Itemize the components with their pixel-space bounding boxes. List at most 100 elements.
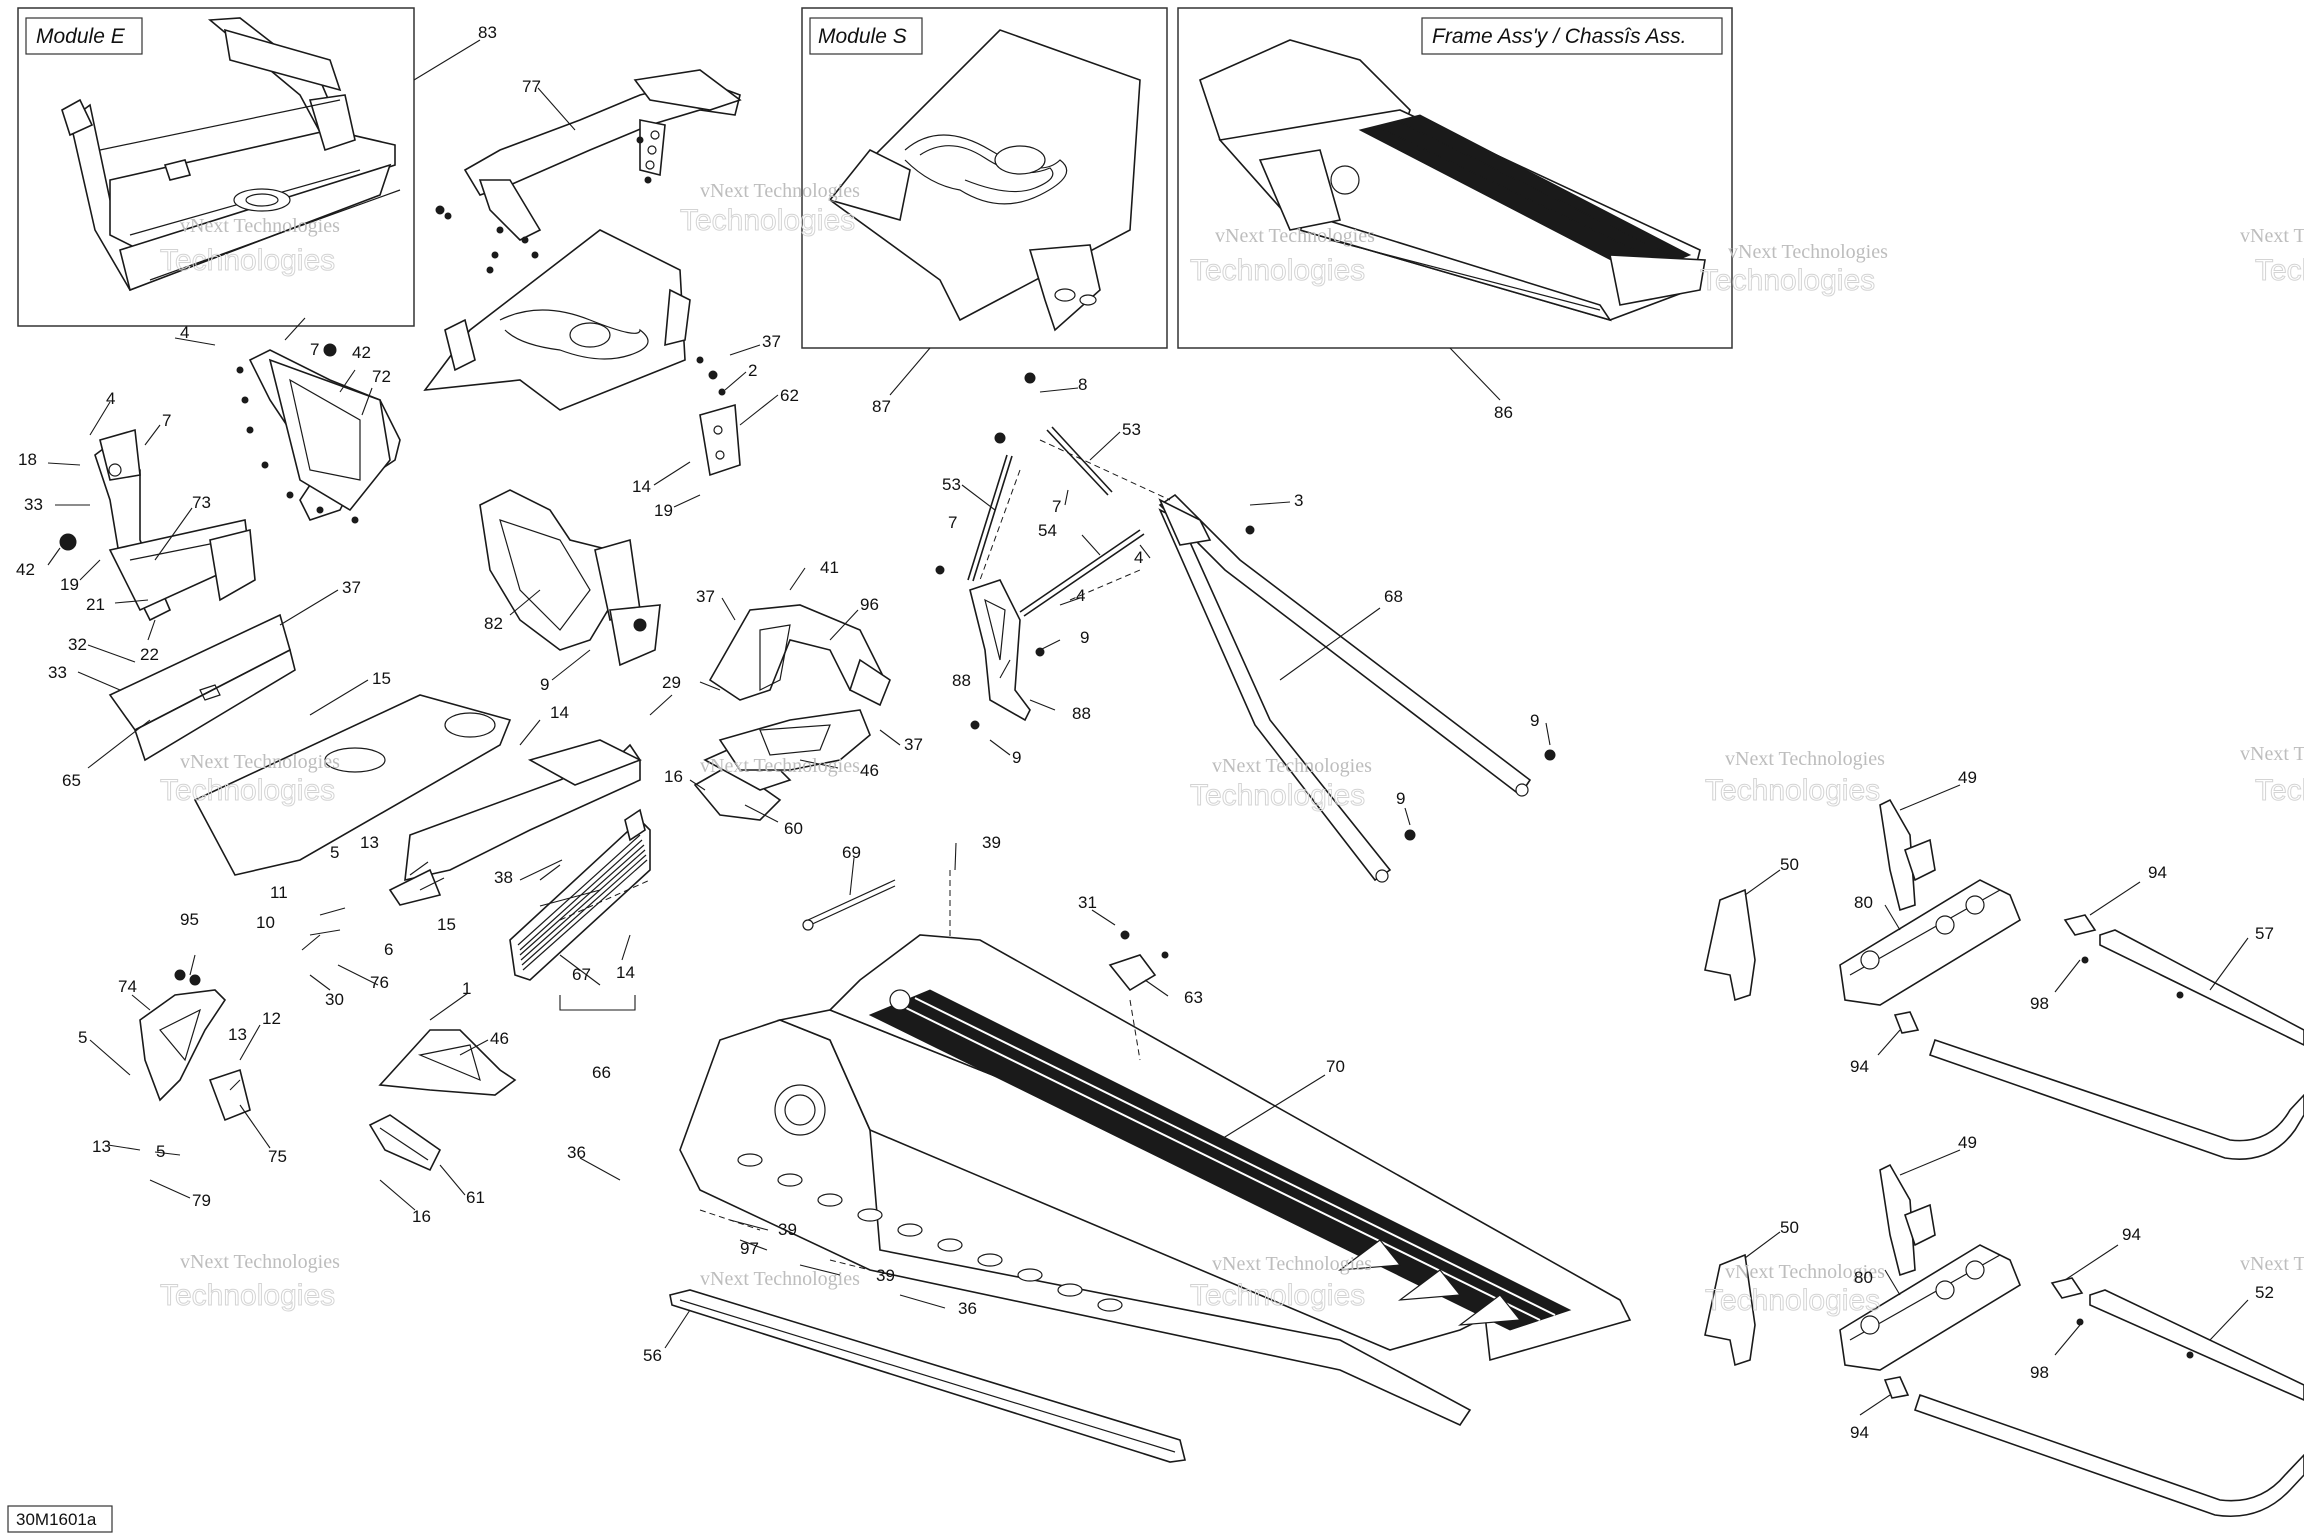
part-53-rod-upper (1046, 426, 1113, 496)
watermark-text: vNext Technologies (1215, 225, 1375, 247)
callout: 13 (228, 1025, 247, 1044)
module-e-frame-drawing (61, 17, 401, 292)
part-77-steering-support (435, 69, 742, 274)
callout: 4 (106, 389, 115, 408)
callout: 30 (325, 990, 344, 1009)
watermark-text: Technologies (1700, 264, 1875, 297)
callout: 95 (180, 910, 199, 929)
callout: 2 (748, 361, 757, 380)
part-56-rail (669, 1289, 1186, 1463)
callout: 14 (616, 963, 635, 982)
diagram-reference-code: 30M1601a (16, 1510, 97, 1529)
callout: 77 (522, 77, 541, 96)
part-72-front-frame-right (236, 343, 401, 524)
callout: 5 (156, 1142, 165, 1161)
part-tunnel-panel (423, 229, 691, 411)
watermark-text: vNext Technologies (2240, 1253, 2304, 1275)
callout: 76 (370, 973, 389, 992)
callout: 94 (1850, 1057, 1869, 1076)
watermark-text: vNext Technologies (1725, 748, 1885, 770)
part-14-center-cover (388, 739, 642, 906)
callout-labels: 83 77 87 86 4 7 42 72 4 7 18 33 73 42 19… (16, 23, 2274, 1442)
part-52-bumper-bar (1913, 1289, 2304, 1518)
part-82-bracket (479, 489, 661, 667)
callout: 21 (86, 595, 105, 614)
callout: 53 (942, 475, 961, 494)
callout: 7 (162, 411, 171, 430)
part-53-rod-lower (967, 454, 1013, 582)
callout: 67 (572, 965, 591, 984)
callout: 9 (1080, 628, 1089, 647)
watermark-text: Technologies (2255, 774, 2304, 807)
part-62-bracket (696, 356, 741, 477)
callout: 42 (352, 343, 371, 362)
callout: 80 (1854, 893, 1873, 912)
callout: 97 (740, 1239, 759, 1258)
part-49-bracket-lower (1879, 1163, 1936, 1277)
callout: 7 (1052, 497, 1061, 516)
watermark-text: Technologies (680, 204, 855, 237)
callout: 60 (784, 819, 803, 838)
watermark-text: Technologies (160, 1279, 335, 1312)
part-54-rod (1019, 529, 1145, 617)
callout: 9 (1012, 748, 1021, 767)
part-80-bumper-lower (1839, 1244, 2021, 1371)
callout: 8 (1078, 375, 1087, 394)
callout: 53 (1122, 420, 1141, 439)
callout: 42 (16, 560, 35, 579)
callout: 11 (270, 883, 288, 902)
callout: 39 (778, 1220, 797, 1239)
watermark-text: vNext Technologies (700, 755, 860, 777)
callout: 73 (192, 493, 211, 512)
callout: 15 (372, 669, 391, 688)
part-69-rod (802, 879, 896, 931)
watermark-text: Technologies (2255, 254, 2304, 287)
callout: 50 (1780, 1218, 1799, 1237)
callout: 75 (268, 1147, 287, 1166)
callout: 4 (1134, 548, 1143, 567)
callout: 36 (567, 1143, 586, 1162)
part-94-end-cap-a (2063, 914, 2097, 936)
watermark-text: vNext Technologies (180, 751, 340, 773)
watermark-text: vNext Technologies (700, 180, 860, 202)
callout: 22 (140, 645, 159, 664)
part-74-bracket (139, 969, 251, 1122)
callout: 37 (696, 587, 715, 606)
callout: 80 (1854, 1268, 1873, 1287)
part-61-footrest (368, 1114, 442, 1172)
callout: 66 (592, 1063, 611, 1082)
watermarks: vNext Technologies Technologies vNext Te… (160, 180, 2304, 1318)
callout: 7 (948, 513, 957, 532)
callout: 54 (1038, 521, 1057, 540)
callout: 56 (643, 1346, 662, 1365)
callout: 16 (412, 1207, 431, 1226)
inset-module-e: Module E (17, 7, 415, 327)
part-46-bracket-upper (718, 709, 871, 771)
callout: 19 (654, 501, 673, 520)
callout: 82 (484, 614, 503, 633)
callout: 32 (68, 635, 87, 654)
part-80-bumper-upper (1839, 879, 2021, 1006)
part-94-end-cap-b (1893, 1011, 1920, 1034)
callout: 63 (1184, 988, 1203, 1007)
part-46-bracket-lower (378, 1029, 517, 1096)
callout: 5 (78, 1028, 87, 1047)
watermark-text: vNext Technologies (1212, 755, 1372, 777)
watermark-text: Technologies (1705, 774, 1880, 807)
callout: 98 (2030, 1363, 2049, 1382)
callout: 65 (62, 771, 81, 790)
callout: 87 (872, 397, 891, 416)
callout: 18 (18, 450, 37, 469)
part-70-tunnel (679, 934, 1632, 1427)
callout: 10 (256, 913, 275, 932)
callout: 1 (462, 979, 471, 998)
callout: 70 (1326, 1057, 1345, 1076)
watermark-text: Technologies (1190, 1279, 1365, 1312)
callout: 37 (342, 578, 361, 597)
callout: 79 (192, 1191, 211, 1210)
callout: 12 (262, 1009, 281, 1028)
watermark-text: Technologies (1705, 1284, 1880, 1317)
watermark-text: vNext Technologies (700, 1268, 860, 1290)
callout: 5 (330, 843, 339, 862)
